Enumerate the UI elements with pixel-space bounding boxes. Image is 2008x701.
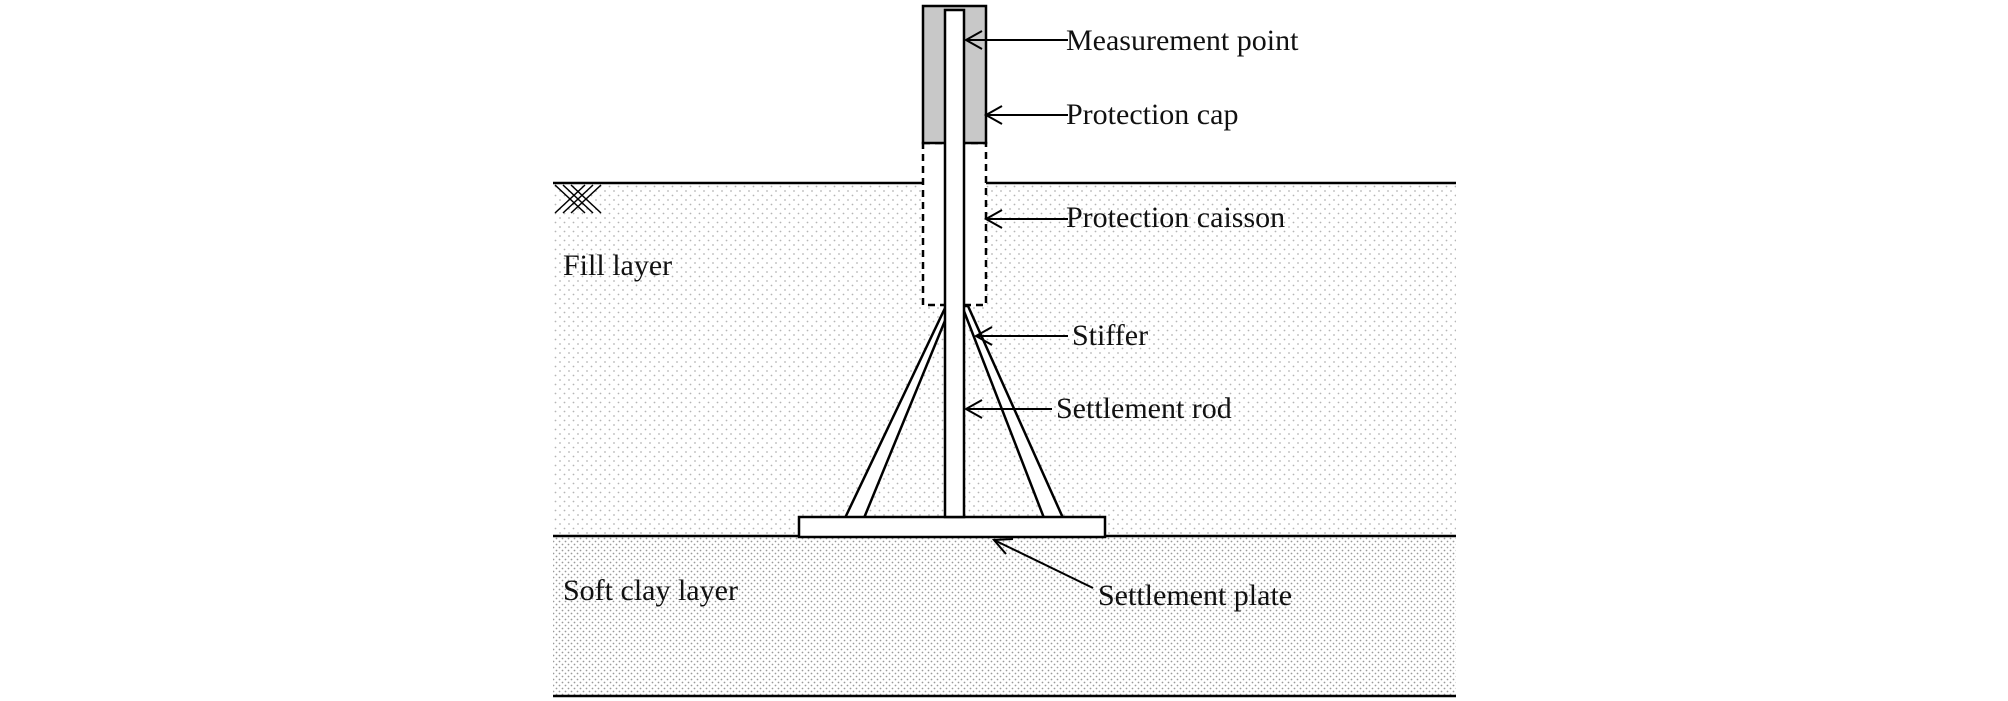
arrow-stiffer-icon <box>973 326 1068 346</box>
soft-clay-layer <box>553 536 1456 696</box>
label-measurement-point: Measurement point <box>1066 24 1299 57</box>
label-fill-layer: Fill layer <box>563 249 672 282</box>
ground-hatch-icon <box>554 184 602 214</box>
settlement-rod <box>943 8 966 519</box>
arrow-settlement-rod-icon <box>963 399 1052 419</box>
label-settlement-plate: Settlement plate <box>1098 579 1292 612</box>
label-protection-cap: Protection cap <box>1066 98 1238 131</box>
label-protection-caisson: Protection caisson <box>1066 201 1285 234</box>
arrow-settlement-plate-icon <box>991 538 1094 589</box>
arrow-protection-caisson-icon <box>983 209 1068 229</box>
label-soft-clay-layer: Soft clay layer <box>563 574 738 607</box>
label-stiffer: Stiffer <box>1072 319 1148 352</box>
arrow-protection-cap-icon <box>983 105 1068 125</box>
fill-layer <box>553 183 1456 536</box>
arrow-measurement-point-icon <box>963 30 1068 50</box>
settlement-plate <box>797 515 1107 539</box>
label-settlement-rod: Settlement rod <box>1056 392 1232 425</box>
